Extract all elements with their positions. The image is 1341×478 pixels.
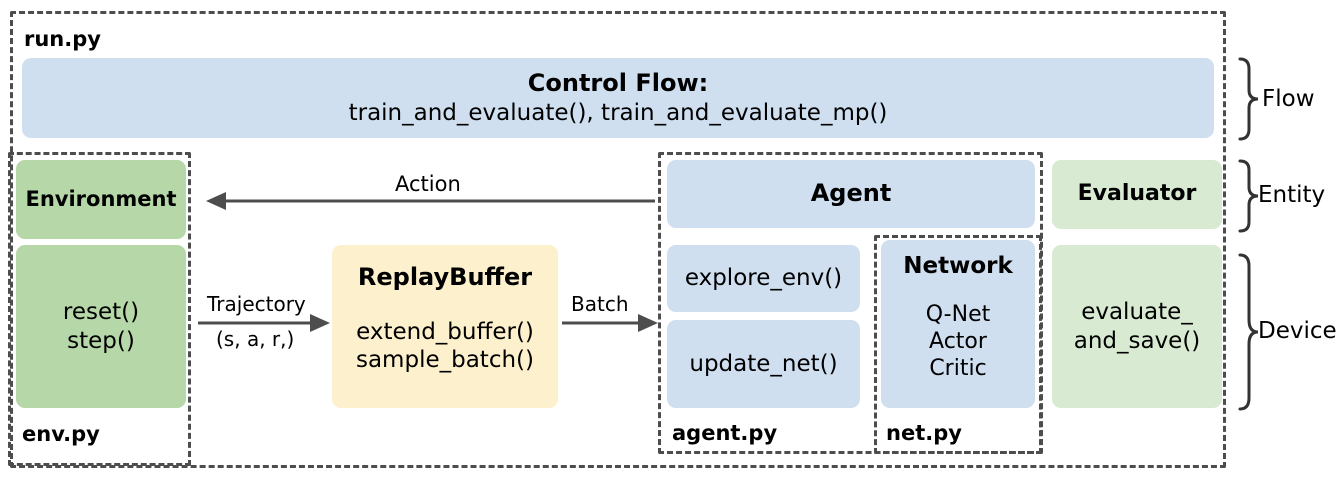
explore-env-label: explore_env() bbox=[684, 265, 843, 292]
net-py-container bbox=[874, 235, 1042, 454]
explore-env-block: explore_env() bbox=[667, 245, 860, 312]
network-qnet-label: Q-Net bbox=[925, 302, 991, 328]
agent-label: Agent bbox=[810, 179, 892, 208]
entity-brace bbox=[1238, 159, 1259, 233]
env-py-label: env.py bbox=[22, 422, 100, 446]
environment-block: Environment bbox=[16, 160, 186, 239]
update-net-block: update_net() bbox=[667, 320, 860, 408]
net-py-label: net.py bbox=[886, 421, 962, 445]
replay-buffer-block: ReplayBuffer extend_buffer() sample_batc… bbox=[332, 245, 558, 408]
trajectory-arrow-label-line1: Trajectory bbox=[207, 292, 306, 316]
trajectory-arrow-label-line2: (s, a, r,) bbox=[216, 327, 295, 351]
env-methods-block: reset() step() bbox=[16, 245, 186, 408]
network-title: Network bbox=[903, 253, 1013, 279]
flow-brace bbox=[1238, 57, 1259, 141]
flow-brace-label: Flow bbox=[1262, 86, 1315, 112]
evaluator-block: Evaluator bbox=[1052, 160, 1222, 229]
control-flow-functions: train_and_evaluate(), train_and_evaluate… bbox=[348, 99, 888, 126]
evaluate-and-save-line1: evaluate_ bbox=[1081, 299, 1193, 326]
control-flow-block: Control Flow: train_and_evaluate(), trai… bbox=[22, 58, 1214, 138]
update-net-label: update_net() bbox=[689, 350, 838, 377]
batch-arrow bbox=[562, 314, 658, 332]
evaluate-and-save-line2: and_save() bbox=[1073, 327, 1201, 354]
run-py-label: run.py bbox=[24, 27, 101, 51]
env-step-label: step() bbox=[67, 327, 135, 354]
run-py-container bbox=[10, 11, 1226, 468]
env-py-container bbox=[8, 152, 191, 466]
trajectory-arrow bbox=[198, 314, 330, 332]
network-block: Network Q-Net Actor Critic bbox=[881, 240, 1035, 408]
network-actor-label: Actor bbox=[929, 328, 987, 354]
evaluate-and-save-block: evaluate_ and_save() bbox=[1052, 245, 1222, 408]
env-reset-label: reset() bbox=[62, 299, 140, 326]
control-flow-heading: Control Flow: bbox=[527, 69, 709, 98]
agent-block: Agent bbox=[667, 160, 1035, 228]
device-brace bbox=[1238, 253, 1259, 411]
sample-batch-label: sample_batch() bbox=[355, 347, 534, 374]
evaluator-label: Evaluator bbox=[1077, 181, 1197, 207]
extend-buffer-label: extend_buffer() bbox=[356, 319, 534, 346]
network-critic-label: Critic bbox=[929, 355, 987, 381]
agent-py-label: agent.py bbox=[672, 421, 778, 445]
action-arrow-label: Action bbox=[395, 172, 461, 196]
replay-buffer-title: ReplayBuffer bbox=[357, 263, 533, 291]
entity-brace-label: Entity bbox=[1258, 182, 1326, 208]
environment-label: Environment bbox=[25, 186, 177, 211]
batch-arrow-label: Batch bbox=[571, 292, 629, 316]
device-brace-label: Device bbox=[1258, 318, 1337, 344]
action-arrow bbox=[206, 192, 655, 210]
